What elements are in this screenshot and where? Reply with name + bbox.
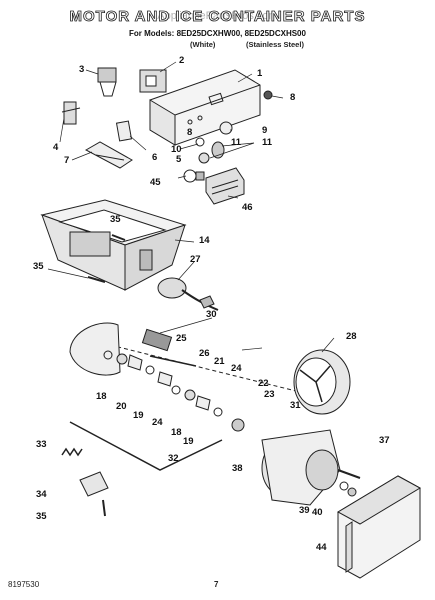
callout-22: 22	[258, 378, 269, 389]
callout-37: 37	[379, 435, 390, 446]
callout-31: 31	[290, 400, 301, 411]
callout-25: 25	[176, 333, 187, 344]
callout-11-a: 11	[262, 137, 273, 148]
variant-stainless: (Stainless Steel)	[246, 40, 304, 49]
callout-30: 30	[206, 309, 217, 320]
document-number: 8197530	[8, 580, 40, 589]
page-number: 7	[214, 580, 219, 589]
page-title: MOTOR AND ICE CONTAINER PARTS	[69, 8, 366, 26]
callout-18-a: 18	[96, 391, 107, 402]
callout-44: 44	[316, 542, 327, 553]
callout-1: 1	[257, 68, 263, 79]
callout-32: 32	[168, 453, 179, 464]
callout-27: 27	[190, 254, 201, 265]
callout-8-a: 8	[290, 92, 296, 103]
callout-19-a: 19	[133, 410, 144, 421]
callout-10: 10	[171, 144, 182, 155]
callout-4: 4	[53, 142, 59, 153]
callout-26: 26	[199, 348, 210, 359]
callout-3: 3	[79, 64, 85, 75]
callout-46: 46	[242, 202, 253, 213]
callout-38: 38	[232, 463, 243, 474]
watermark: AppliancePartsPros.com	[157, 10, 278, 22]
callout-7: 7	[64, 155, 70, 166]
callout-24-b: 24	[152, 417, 163, 428]
callout-39: 39	[299, 505, 310, 516]
callout-35-a: 35	[110, 214, 121, 225]
callout-19-b: 19	[183, 436, 194, 447]
callout-6: 6	[152, 152, 158, 163]
variant-white: (White)	[190, 40, 216, 49]
callout-9: 9	[262, 125, 268, 136]
callout-33: 33	[36, 439, 47, 450]
callout-14: 14	[199, 235, 210, 246]
callout-34: 34	[36, 489, 47, 500]
callout-21: 21	[214, 356, 225, 367]
callout-45: 45	[150, 177, 161, 188]
callout-35-b: 35	[33, 261, 44, 272]
callout-24-a: 24	[231, 363, 242, 374]
callout-11-b: 11	[231, 137, 242, 148]
callout-23: 23	[264, 389, 275, 400]
callout-5: 5	[176, 154, 182, 165]
callout-2: 2	[179, 55, 185, 66]
callout-8-b: 8	[187, 127, 193, 138]
callout-20: 20	[116, 401, 127, 412]
models-line: For Models: 8ED25DCXHW00, 8ED25DCXHS00	[129, 29, 306, 38]
callout-40: 40	[312, 507, 323, 518]
callout-18-b: 18	[171, 427, 182, 438]
callout-28: 28	[346, 331, 357, 342]
callout-35-c: 35	[36, 511, 47, 522]
